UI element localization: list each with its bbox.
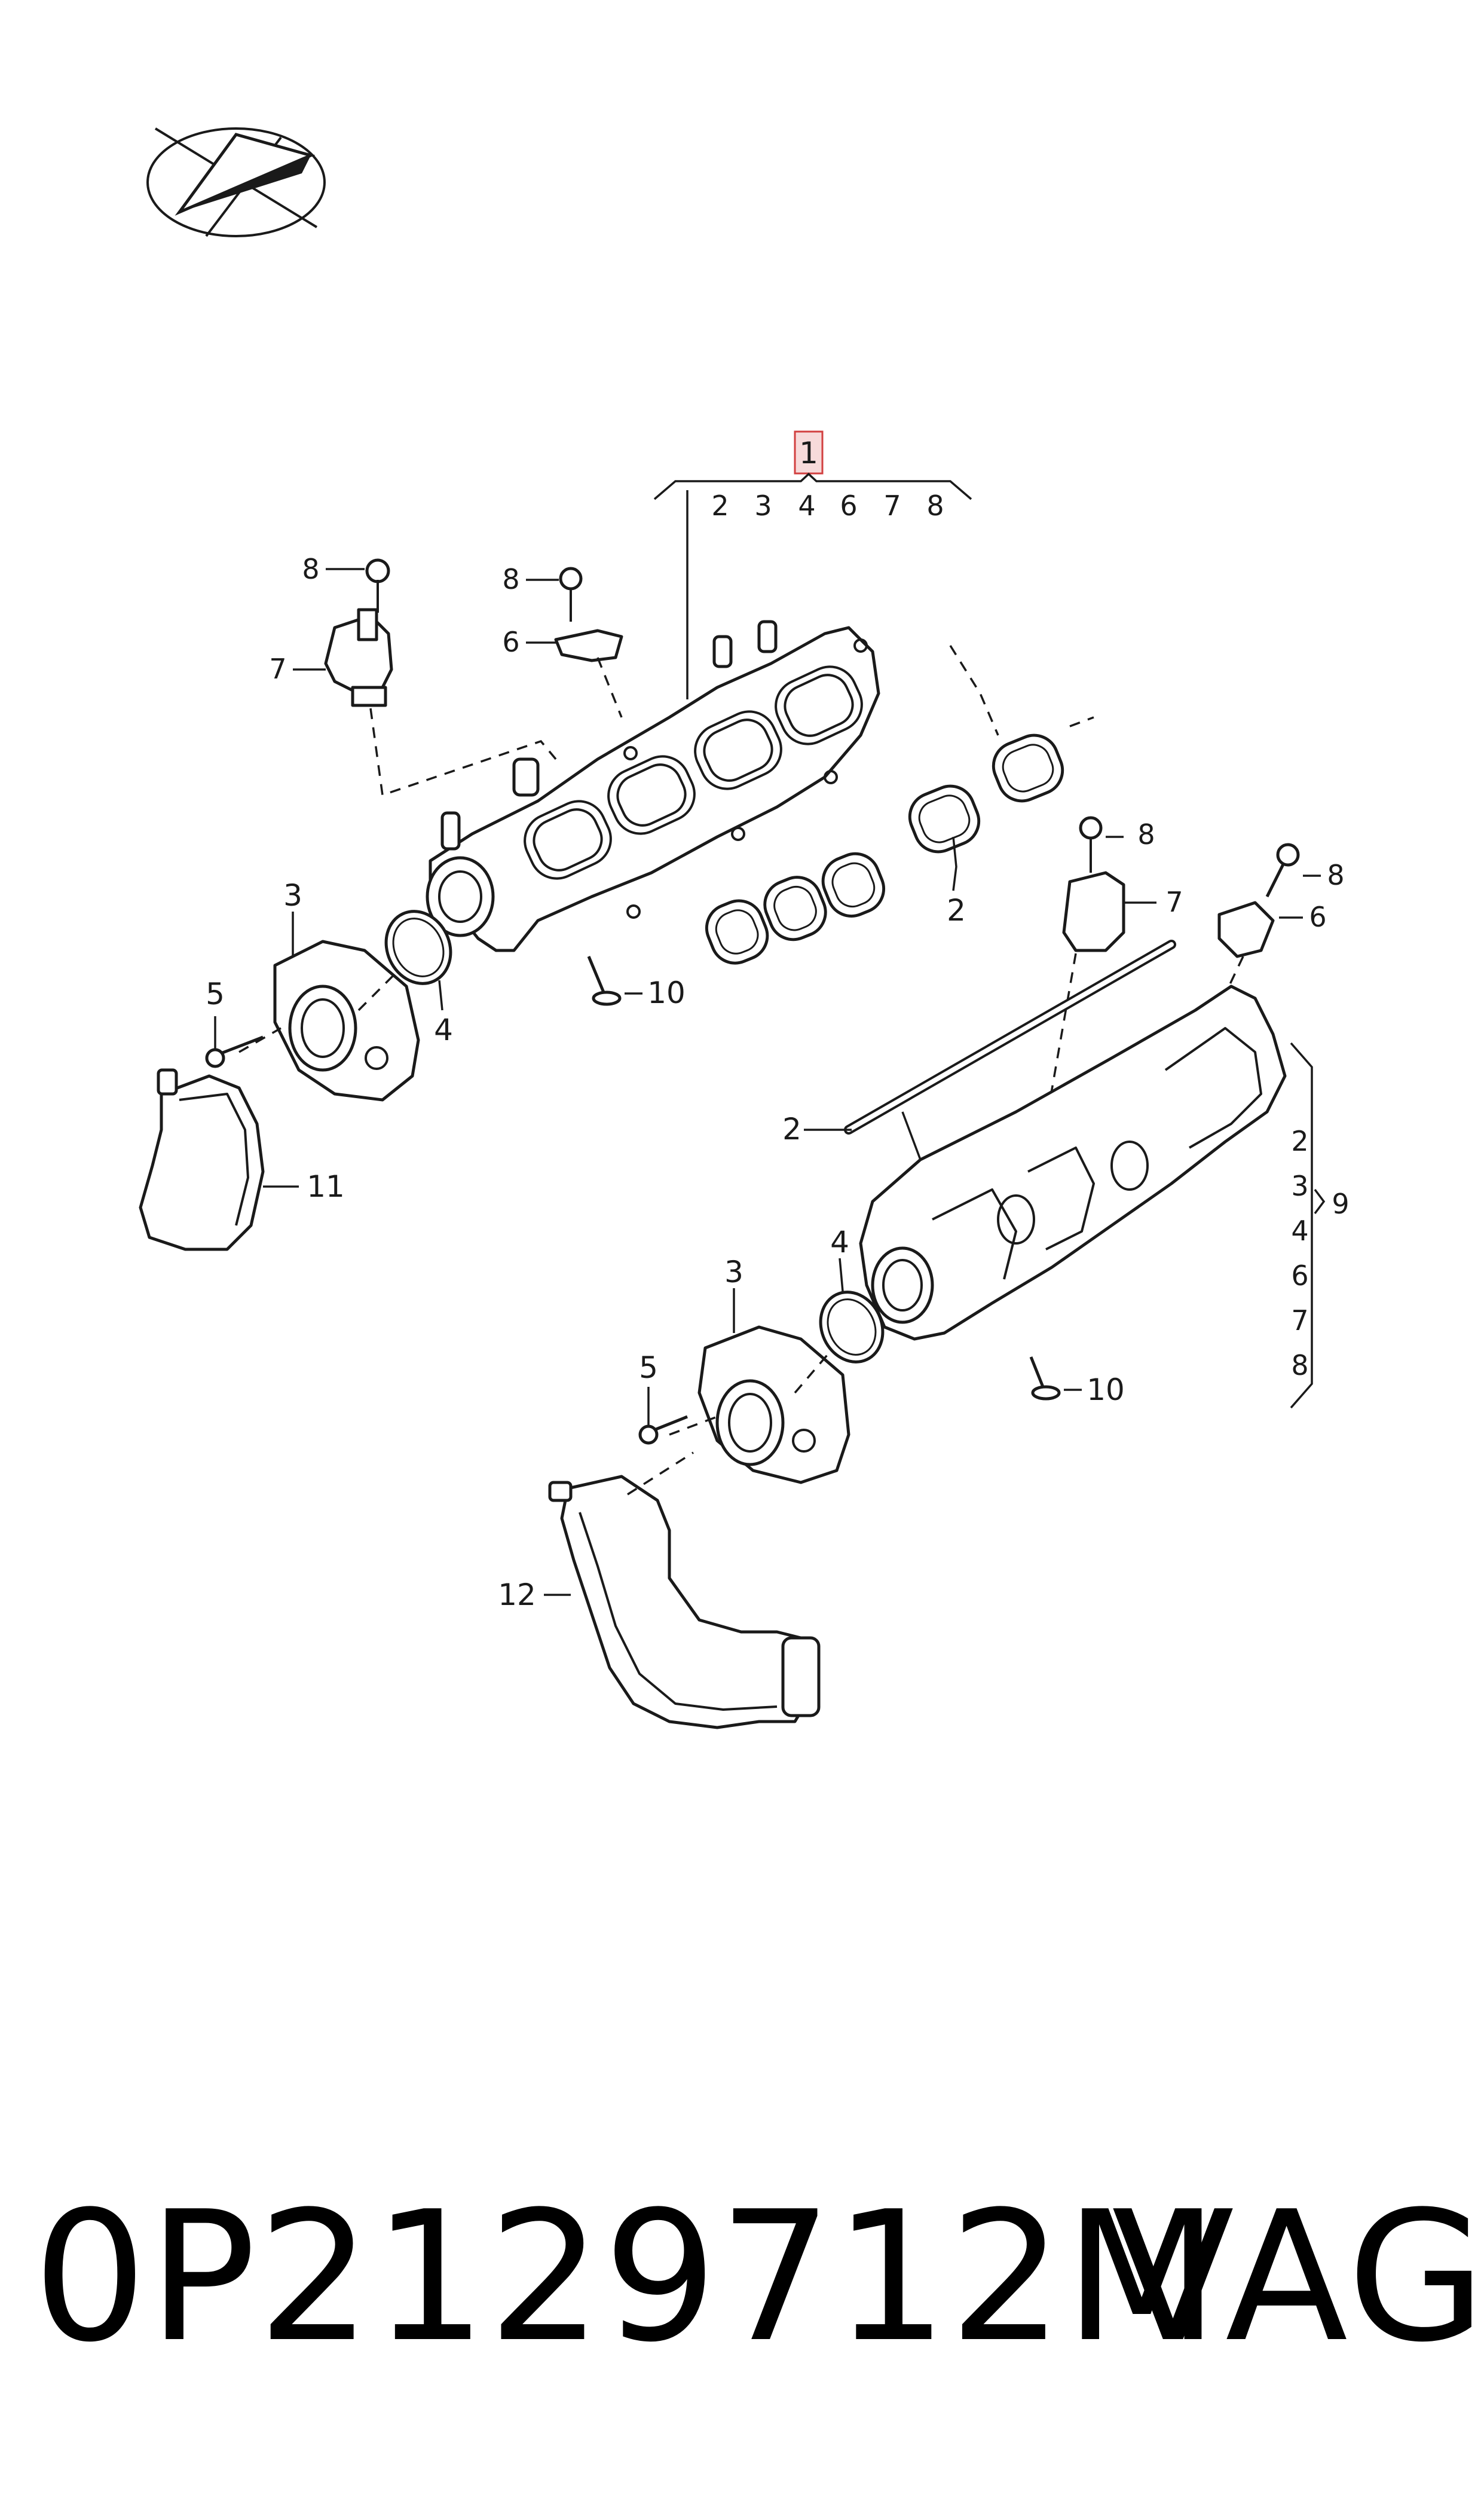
brand-label: VAG xyxy=(1112,2173,1484,2382)
callout-1-item: 7 xyxy=(883,490,901,522)
callout-top-left-screw: 5 xyxy=(206,977,225,1011)
callout-right-bolt: 10 xyxy=(1087,1372,1125,1407)
callout-top-left-bracket-bolt: 8 xyxy=(502,563,519,595)
callout-top-left-sensor: 7 xyxy=(269,653,286,685)
callout-1-item: 3 xyxy=(754,490,772,522)
callout-top-left-bolt: 10 xyxy=(647,976,686,1010)
callout-9-item: 2 xyxy=(1291,1125,1308,1157)
callout-1-highlight xyxy=(794,430,824,475)
screw-upper-left: 5 xyxy=(205,977,264,1068)
callout-right-gasket-strip: 2 xyxy=(782,1112,801,1147)
screw-right: 5 xyxy=(638,1350,688,1445)
callout-right-bracket-bolt: 8 xyxy=(1327,859,1344,891)
gasket-strip-right: 2 xyxy=(782,940,1176,1147)
intake-hose-12: 12 xyxy=(498,1475,821,1729)
callout-1-item: 8 xyxy=(926,490,944,522)
o-ring-upper-left: 4 xyxy=(384,910,453,1047)
callout-1: 1 xyxy=(799,436,818,470)
compass-triangle-logo-icon xyxy=(146,127,326,237)
callout-9-item: 8 xyxy=(1291,1349,1308,1381)
callout-9-item: 7 xyxy=(1291,1304,1308,1337)
callout-1-item: 2 xyxy=(711,490,729,522)
callout-9-item: 4 xyxy=(1291,1215,1308,1247)
callout-right-throttle: 3 xyxy=(724,1255,743,1289)
callout-top-left-hose: 11 xyxy=(307,1169,345,1204)
part-number-label: 0P2129712M xyxy=(33,2173,1220,2382)
callout-1-item: 4 xyxy=(798,490,815,522)
o-ring-right: 4 xyxy=(819,1225,885,1364)
callout-top-left-throttle: 3 xyxy=(283,878,302,913)
callout-top-left-sensor-bolt: 8 xyxy=(302,553,319,585)
callout-9-group: 2 3 4 6 7 8 9 xyxy=(1290,1042,1350,1409)
callout-gasket-upper: 2 xyxy=(947,893,966,928)
bolt-right: 10 xyxy=(1029,1356,1125,1407)
intake-gaskets-upper: 2 xyxy=(705,645,1094,965)
callout-9-item: 6 xyxy=(1291,1259,1308,1292)
callout-right-sensor-bolt: 8 xyxy=(1137,818,1155,851)
throttle-body-right: 3 xyxy=(697,1255,850,1484)
intake-hose-11: 11 xyxy=(139,1068,345,1251)
callout-right-bracket: 6 xyxy=(1309,901,1326,933)
callout-1-group: 1 2 3 4 6 7 8 xyxy=(653,430,972,699)
callout-right-screw: 5 xyxy=(639,1350,658,1385)
callout-right-o-ring: 4 xyxy=(830,1225,849,1259)
pressure-sensor-upper-left: 8 7 xyxy=(269,553,557,797)
callout-9-item: 3 xyxy=(1291,1170,1308,1202)
callout-1-item: 6 xyxy=(840,490,857,522)
bracket-upper-middle: 8 6 xyxy=(502,563,623,718)
assembly-dashed-lines xyxy=(238,973,832,1496)
throttle-body-upper-left: 3 xyxy=(273,878,420,1102)
callout-top-left-bracket: 6 xyxy=(502,626,519,658)
callout-right-sensor: 7 xyxy=(1165,886,1183,918)
bolt-upper: 10 xyxy=(587,956,686,1010)
callout-top-left-o-ring: 4 xyxy=(434,1013,453,1047)
pressure-sensor-right: 8 7 xyxy=(1027,816,1183,1226)
lower-intake-manifold xyxy=(859,985,1287,1341)
callout-9: 9 xyxy=(1332,1188,1349,1220)
upper-intake-manifold xyxy=(426,620,880,952)
callout-right-hose: 12 xyxy=(498,1578,536,1612)
